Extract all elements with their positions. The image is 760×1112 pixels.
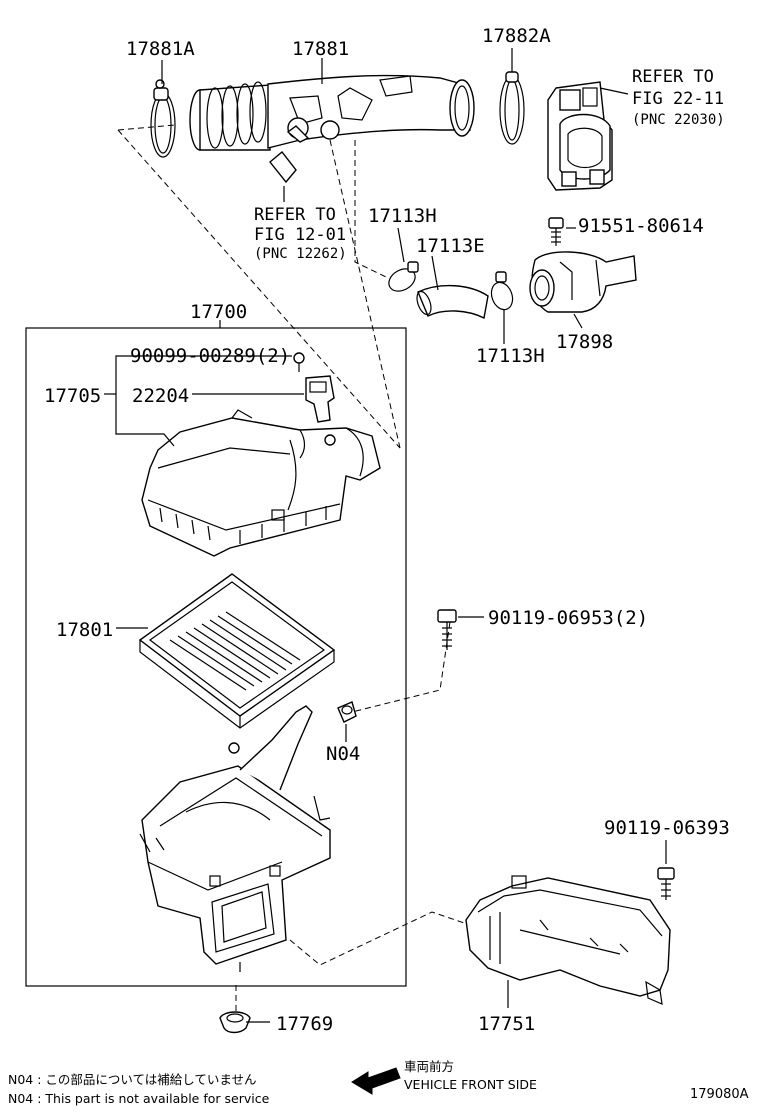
label-17700: 17700 bbox=[190, 301, 247, 323]
direction-en: VEHICLE FRONT SIDE bbox=[404, 1077, 537, 1092]
clamp-17881A bbox=[150, 79, 176, 158]
bolt-90119-06953 bbox=[437, 609, 457, 650]
throttle-body-ref bbox=[547, 81, 613, 191]
label-N04: N04 bbox=[326, 743, 360, 765]
label-90119-06393: 90119-06393 bbox=[604, 817, 730, 839]
label-90099-00289: 90099-00289(2) bbox=[130, 345, 290, 367]
inlet-duct-17751 bbox=[465, 875, 671, 1005]
label-17801: 17801 bbox=[56, 619, 113, 641]
ref-fig-22-11-line1: REFER TO bbox=[632, 67, 714, 87]
intake-hose-17881 bbox=[189, 74, 475, 184]
figure-code: 179080A bbox=[690, 1087, 749, 1102]
clamp-17882A bbox=[499, 71, 525, 145]
bolt-90119-06393 bbox=[657, 867, 675, 900]
label-22204: 22204 bbox=[132, 385, 189, 407]
label-17705: 17705 bbox=[44, 385, 101, 407]
leader-lines bbox=[104, 48, 667, 1023]
screw-90099-00289 bbox=[293, 352, 305, 372]
label-17881A: 17881A bbox=[126, 38, 195, 60]
ref-fig-22-11-line2: FIG 22-11 bbox=[632, 89, 724, 109]
assembly-frame bbox=[25, 327, 407, 987]
filter-element-17801 bbox=[138, 573, 336, 729]
note-jp: N04 : この部品については補給していません bbox=[8, 1072, 257, 1087]
note-en: N04 : This part is not available for ser… bbox=[8, 1091, 270, 1106]
air-flow-meter-22204 bbox=[305, 375, 335, 423]
ref-fig-12-01-line2: FIG 12-01 bbox=[254, 225, 346, 245]
direction-jp: 車両前方 bbox=[404, 1059, 454, 1074]
label-17882A: 17882A bbox=[482, 25, 551, 47]
clamp-17113H-bottom bbox=[490, 271, 514, 311]
ref-fig-12-01-line1: REFER TO bbox=[254, 205, 336, 225]
label-17113E: 17113E bbox=[416, 235, 485, 257]
label-17113H-bottom: 17113H bbox=[476, 345, 545, 367]
label-90119-06953: 90119-06953(2) bbox=[488, 607, 648, 629]
label-17113H-top: 17113H bbox=[368, 205, 437, 227]
grommet-N04 bbox=[337, 701, 357, 723]
label-17751: 17751 bbox=[478, 1013, 535, 1035]
clamp-17113H-top bbox=[388, 261, 419, 292]
hose-17113E bbox=[416, 284, 489, 320]
grommet-17769 bbox=[219, 1011, 251, 1034]
bolt-91551-80614 bbox=[548, 217, 564, 246]
label-17769: 17769 bbox=[276, 1013, 333, 1035]
air-cleaner-case-lower bbox=[139, 705, 331, 972]
ref-fig-12-01-line3: (PNC 12262) bbox=[254, 246, 347, 262]
resonator-17898 bbox=[529, 251, 637, 313]
label-17898: 17898 bbox=[556, 331, 613, 353]
air-cleaner-cap-17705 bbox=[141, 409, 381, 557]
label-91551-80614: 91551-80614 bbox=[578, 215, 704, 237]
vehicle-front-arrow-icon bbox=[351, 1067, 401, 1095]
label-17881: 17881 bbox=[292, 38, 349, 60]
ref-fig-22-11-line3: (PNC 22030) bbox=[632, 112, 725, 128]
